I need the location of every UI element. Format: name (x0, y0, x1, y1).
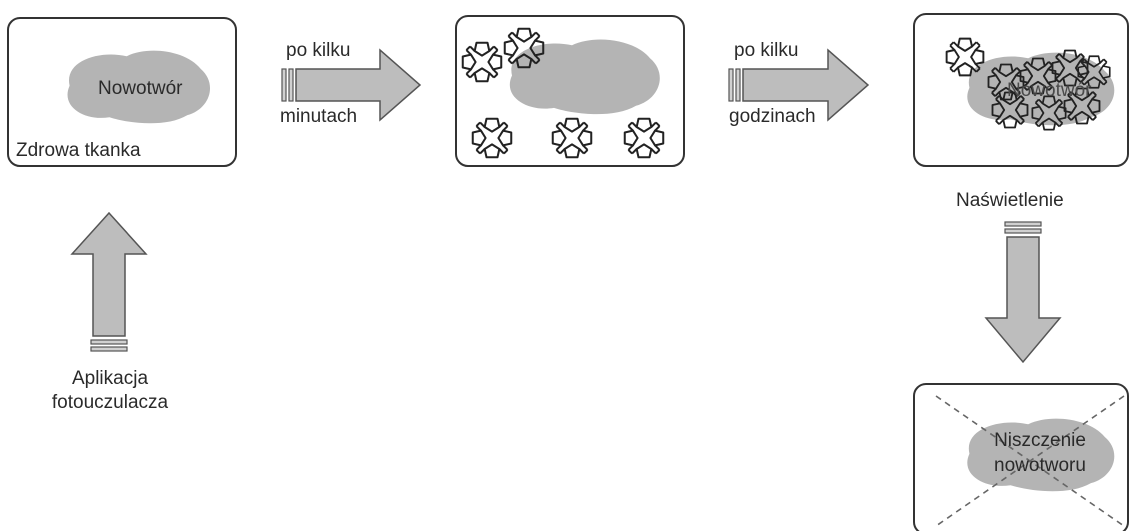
tumor-label: Nowotwór (98, 78, 183, 99)
arrow-minutes-label-top: po kilku (286, 40, 351, 61)
destruction-cross (935, 395, 1125, 527)
destroyed-label-line1: Niszczenie (994, 430, 1086, 451)
application-label-line1: Aplikacja (71, 368, 149, 389)
tumor-label-after-hours: Nowotwór (1007, 80, 1092, 101)
panel-after-minutes (455, 15, 685, 167)
application-label-line2: fotouczulacza (51, 392, 169, 413)
destroyed-label-line2: nowotworu (994, 455, 1086, 476)
panel-tissue (7, 17, 237, 167)
arrow-application (70, 211, 148, 352)
arrow-minutes (281, 48, 422, 122)
arrow-hours-label-top: po kilku (734, 40, 799, 61)
arrow-hours (728, 48, 870, 122)
panel-destroyed (913, 383, 1129, 531)
arrow-minutes-label-bottom: minutach (280, 106, 358, 127)
arrow-hours-label-bottom: godzinach (729, 106, 816, 127)
panel-after-hours (913, 13, 1129, 167)
tissue-label: Zdrowa tkanka (16, 140, 141, 161)
irradiation-label: Naświetlenie (956, 190, 1064, 211)
arrow-irradiation (984, 221, 1062, 364)
